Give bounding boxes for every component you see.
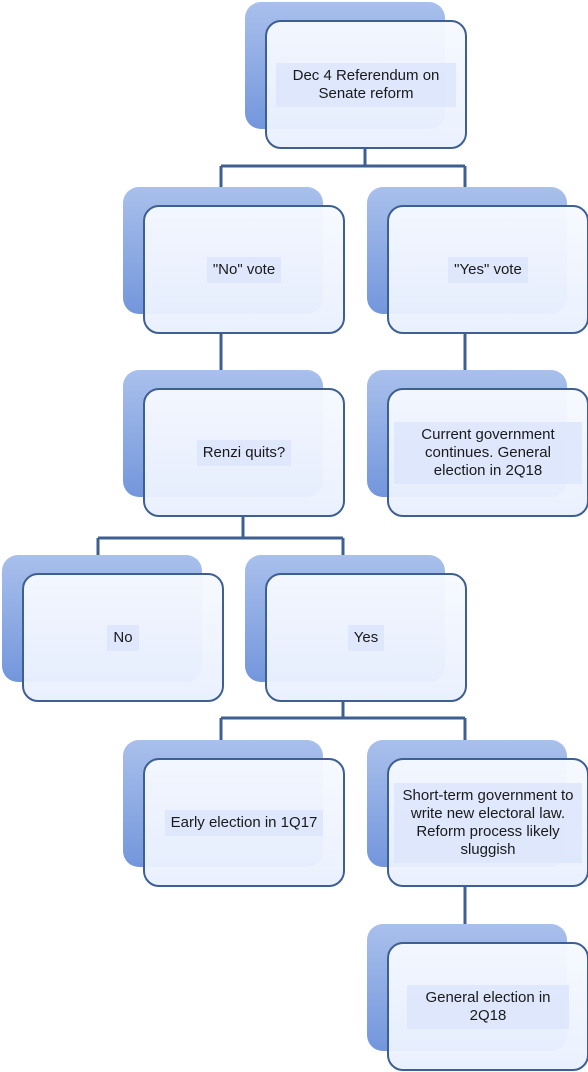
yes-label: Yes xyxy=(347,624,385,651)
no-vote-label: "No" vote xyxy=(206,256,282,283)
renzi-quits-label: Renzi quits? xyxy=(196,439,292,466)
general-election-label: General election in 2Q18 xyxy=(407,984,569,1029)
current-government-label: Current government continues. General el… xyxy=(394,421,582,484)
connector-referendum-split xyxy=(219,148,467,205)
node-box: No xyxy=(22,573,224,702)
node-box: General election in 2Q18 xyxy=(387,942,588,1071)
referendum-label: Dec 4 Referendum on Senate reform xyxy=(276,62,456,107)
yes-vote-label: "Yes" vote xyxy=(448,256,528,283)
short-term-government-label: Short-term government to write new elect… xyxy=(394,782,582,863)
node-box: "No" vote xyxy=(143,205,345,334)
node-box: "Yes" vote xyxy=(387,205,588,334)
node-box: Yes xyxy=(265,573,467,702)
connector-renzi-split xyxy=(96,517,345,573)
node-box: Renzi quits? xyxy=(143,388,345,517)
node-box: Dec 4 Referendum on Senate reform xyxy=(265,20,467,149)
node-box: Early election in 1Q17 xyxy=(143,758,345,887)
node-box: Current government continues. General el… xyxy=(387,388,588,517)
no-label: No xyxy=(107,624,139,651)
node-box: Short-term government to write new elect… xyxy=(387,758,588,887)
early-election-label: Early election in 1Q17 xyxy=(164,809,324,836)
connector-yes-split xyxy=(219,702,467,757)
